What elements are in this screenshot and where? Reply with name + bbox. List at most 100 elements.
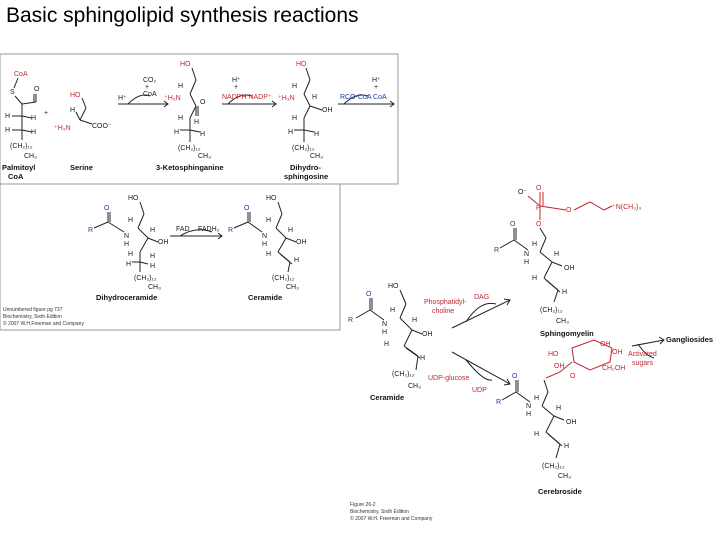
arrow-curve — [637, 343, 655, 359]
dihydro-methyl-label: CH₃ — [310, 153, 323, 160]
keto-ho-label: HO — [180, 61, 191, 68]
palmitoyl-s-atom: S — [10, 89, 15, 96]
arrow-line — [338, 100, 395, 108]
cerebroside-structure: HO OH OH OH CH₂OH O O R N H H H OH H H (… — [496, 339, 625, 496]
ceramide-structure-panel3: HO O R N H H H OH H H (CH₂)₁₂ CH₃ Cerami… — [348, 283, 433, 402]
reaction-arrow-sphingomyelin: Phosphatidyl- choline DAG — [424, 294, 511, 329]
dhc-h-atom: H — [128, 217, 133, 224]
sm-o-minus: O⁻ — [518, 189, 527, 196]
arrow-line — [451, 351, 511, 386]
sm-o-atom: O — [566, 207, 572, 214]
reagent-udp-glucose: UDP-glucose — [428, 375, 469, 382]
cer3-bonds — [399, 289, 423, 371]
dihydroceramide-structure: HO O R N H H H OH H H H H (CH₂)₁₂ CH₃ Di… — [88, 195, 169, 302]
reagent-rco-coa: RCO-CoA CoA — [340, 94, 387, 101]
sm-o-atom: O — [536, 185, 542, 192]
glycosidic-bond — [545, 361, 573, 379]
serine-ho-label: HO — [70, 92, 81, 99]
cerebroside-name: Cerebroside — [538, 487, 582, 496]
dihydro-h-atom: H — [292, 115, 297, 122]
cb-h-atom: H — [526, 411, 531, 418]
dihydro-nh3-label: ⁺H₃N — [278, 95, 295, 102]
cb-h-atom: H — [534, 431, 539, 438]
cb-oh-label: OH — [566, 419, 577, 426]
dhc-r-group: R — [88, 227, 93, 234]
cer3-o-atom: O — [366, 291, 372, 298]
cer3-chain-label: (CH₂)₁₂ — [392, 371, 415, 378]
phosphate-bonds — [527, 192, 567, 220]
cer-n-atom: N — [262, 233, 267, 240]
panel-bottom-reactions: HO O R N H H H OH H H (CH₂)₁₂ CH₃ Cerami… — [348, 185, 713, 522]
ketosphinganine-structure: HO H ⁺H₃N O H H H H (CH₂)₁₂ CH₃ 3-Ketosp… — [156, 61, 224, 172]
reaction-arrow-fad: FAD FADH₂ — [170, 226, 223, 240]
sm-oh-label: OH — [564, 265, 575, 272]
keto-h-atom: H — [200, 131, 205, 138]
sm-h-atom: H — [562, 289, 567, 296]
dihydro-oh-label: OH — [322, 107, 333, 114]
dhc-h-atom: H — [150, 253, 155, 260]
keto-h-atom: H — [194, 119, 199, 126]
cer-o-atom: O — [244, 205, 250, 212]
reaction-arrow-1: H⁺ CO₂ + CoA — [118, 77, 169, 108]
sm-r-group: R — [494, 247, 499, 254]
dhc-o-atom: O — [104, 205, 110, 212]
keto-bonds — [180, 67, 201, 142]
arrow-curve — [179, 229, 213, 237]
cer3-h-atom: H — [420, 355, 425, 362]
reagent-udp: UDP — [472, 387, 487, 394]
sphingomyelin-structure: O⁻ O P O O ⁺N(CH₃)₃ O R N H H H OH H H (… — [494, 185, 641, 338]
arrow-line — [631, 336, 665, 347]
keto-chain-label: (CH₂)₁₂ — [178, 145, 201, 152]
cb-oh-label: OH — [600, 341, 611, 348]
cb-oh-label: OH — [612, 349, 623, 356]
serine-h-atom: H — [70, 107, 75, 114]
dihydrosphingosine-name-line1: Dihydro- — [290, 163, 321, 172]
sm-trimethylammonium: ⁺N(CH₃)₃ — [612, 204, 641, 211]
activated-sugars-line1: Activated — [628, 351, 657, 358]
palmitoyl-chain-label: (CH₂)₁₂ — [10, 143, 33, 150]
cb-amide-bonds — [501, 380, 531, 403]
h-atom: H — [5, 113, 10, 120]
thioester-bonds — [14, 94, 37, 105]
choline-bonds — [573, 201, 613, 211]
reagent-fadh2: FADH₂ — [198, 226, 220, 233]
ketosphinganine-name: 3-Ketosphinganine — [156, 163, 224, 172]
dihydro-chain-label: (CH₂)₁₂ — [292, 145, 315, 152]
sphingomyelin-name: Sphingomyelin — [540, 329, 594, 338]
arrow-line — [222, 100, 277, 108]
dhc-chain-label: (CH₂)₁₂ — [134, 275, 157, 282]
plus-sign: + — [44, 110, 48, 117]
cer3-amide-bonds — [355, 298, 385, 321]
keto-h-atom: H — [178, 83, 183, 90]
sm-p-atom: P — [536, 205, 541, 212]
cb-n-atom: N — [526, 403, 531, 410]
ceramide-name-panel3: Ceramide — [370, 393, 404, 402]
reagent-coa: CoA — [143, 91, 157, 98]
dhc-h-atom: H — [126, 261, 131, 268]
cb-h-atom: H — [556, 405, 561, 412]
keto-nh3-label: ⁺H₃N — [164, 95, 181, 102]
cer3-h-atom: H — [390, 307, 395, 314]
reagent-phosphatidylcholine-line1: Phosphatidyl- — [424, 299, 467, 306]
cer3-oh-label: OH — [422, 331, 433, 338]
gangliosides-label: Gangliosides — [666, 335, 713, 344]
dihydro-h-atom: H — [288, 129, 293, 136]
cb-r-group: R — [496, 399, 501, 406]
serine-structure: HO H ⁺H₃N COO⁻ Serine — [54, 92, 112, 172]
cer-bonds — [275, 201, 297, 273]
panel2-caption-line1: Unnumbered figure pg 737 — [3, 307, 63, 313]
serine-coo-label: COO⁻ — [92, 123, 112, 130]
arrow-line — [118, 100, 169, 108]
dhc-bonds — [132, 201, 159, 272]
serine-nh3-label: ⁺H₃N — [54, 125, 71, 132]
cer-h-atom: H — [288, 227, 293, 234]
cer-h-atom: H — [262, 241, 267, 248]
reagent-fad: FAD — [176, 226, 190, 233]
cer-h-atom: H — [266, 217, 271, 224]
dhc-n-atom: N — [124, 233, 129, 240]
cer-r-group: R — [228, 227, 233, 234]
h-atom: H — [31, 115, 36, 122]
palmitoyl-coa-label: CoA — [14, 71, 28, 78]
reagent-nadph: NADPH NADP⁺ — [222, 94, 272, 101]
cb-h-atom: H — [534, 395, 539, 402]
